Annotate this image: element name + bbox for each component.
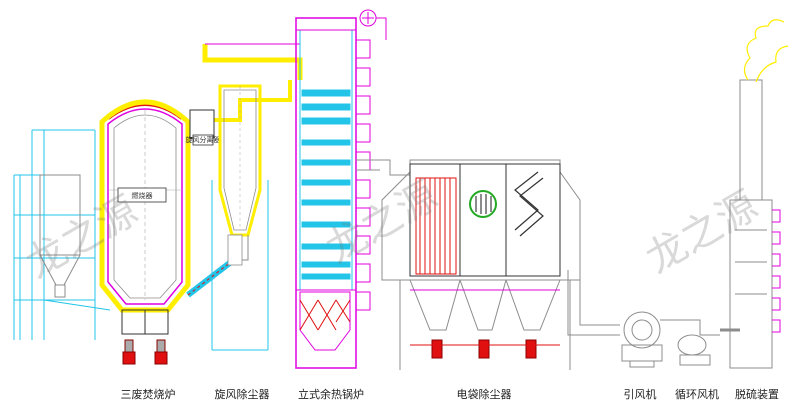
baghouse-hoppers bbox=[409, 279, 561, 331]
label-cyclone: 旋风除尘器 bbox=[214, 388, 270, 401]
label-baghouse: 电袋除尘器 bbox=[456, 388, 512, 401]
outlet-duct bbox=[567, 270, 620, 336]
desulfurization-tower bbox=[729, 79, 773, 369]
baghouse bbox=[381, 159, 581, 281]
id-fan-unit bbox=[621, 311, 663, 368]
cyclone-duct bbox=[186, 234, 243, 298]
cyclone-support bbox=[211, 180, 269, 351]
label-id-fan: 引风机 bbox=[623, 388, 657, 401]
steam-drum bbox=[359, 9, 387, 40]
label-incinerator: 三废焚烧炉 bbox=[120, 388, 176, 401]
incinerator-furnace: 燃烧器 bbox=[99, 99, 191, 335]
tower-side-rungs bbox=[772, 209, 781, 333]
label-desulfur: 脱硫装置 bbox=[735, 388, 779, 401]
baghouse-support bbox=[399, 280, 571, 370]
baghouse-zigzag-baffle bbox=[514, 171, 544, 237]
waste-heat-boiler bbox=[295, 17, 357, 369]
cyclone-separator-label: 旋风分离器 bbox=[186, 135, 221, 144]
support-frame-left bbox=[13, 129, 111, 340]
baghouse-ash-valves bbox=[410, 339, 560, 359]
boiler-side-rungs bbox=[356, 39, 371, 311]
chimney-exhaust-plume bbox=[743, 19, 789, 83]
label-boiler: 立式余热锅炉 bbox=[298, 388, 364, 401]
cyclone-separator: 旋风分离器 bbox=[186, 43, 303, 261]
feed-hopper bbox=[39, 174, 81, 298]
furnace-burner-label: 燃烧器 bbox=[132, 191, 153, 200]
baghouse-inspection-port bbox=[469, 190, 497, 218]
recirc-fan-unit bbox=[660, 319, 740, 366]
boiler-tube-bank bbox=[301, 89, 351, 280]
label-recirc-fan: 循环风机 bbox=[675, 388, 719, 401]
incinerator-burners bbox=[122, 339, 168, 365]
flue-duct-to-baghouse bbox=[356, 159, 410, 176]
boiler-hopper bbox=[299, 291, 351, 351]
baghouse-filter-bags bbox=[419, 178, 451, 274]
